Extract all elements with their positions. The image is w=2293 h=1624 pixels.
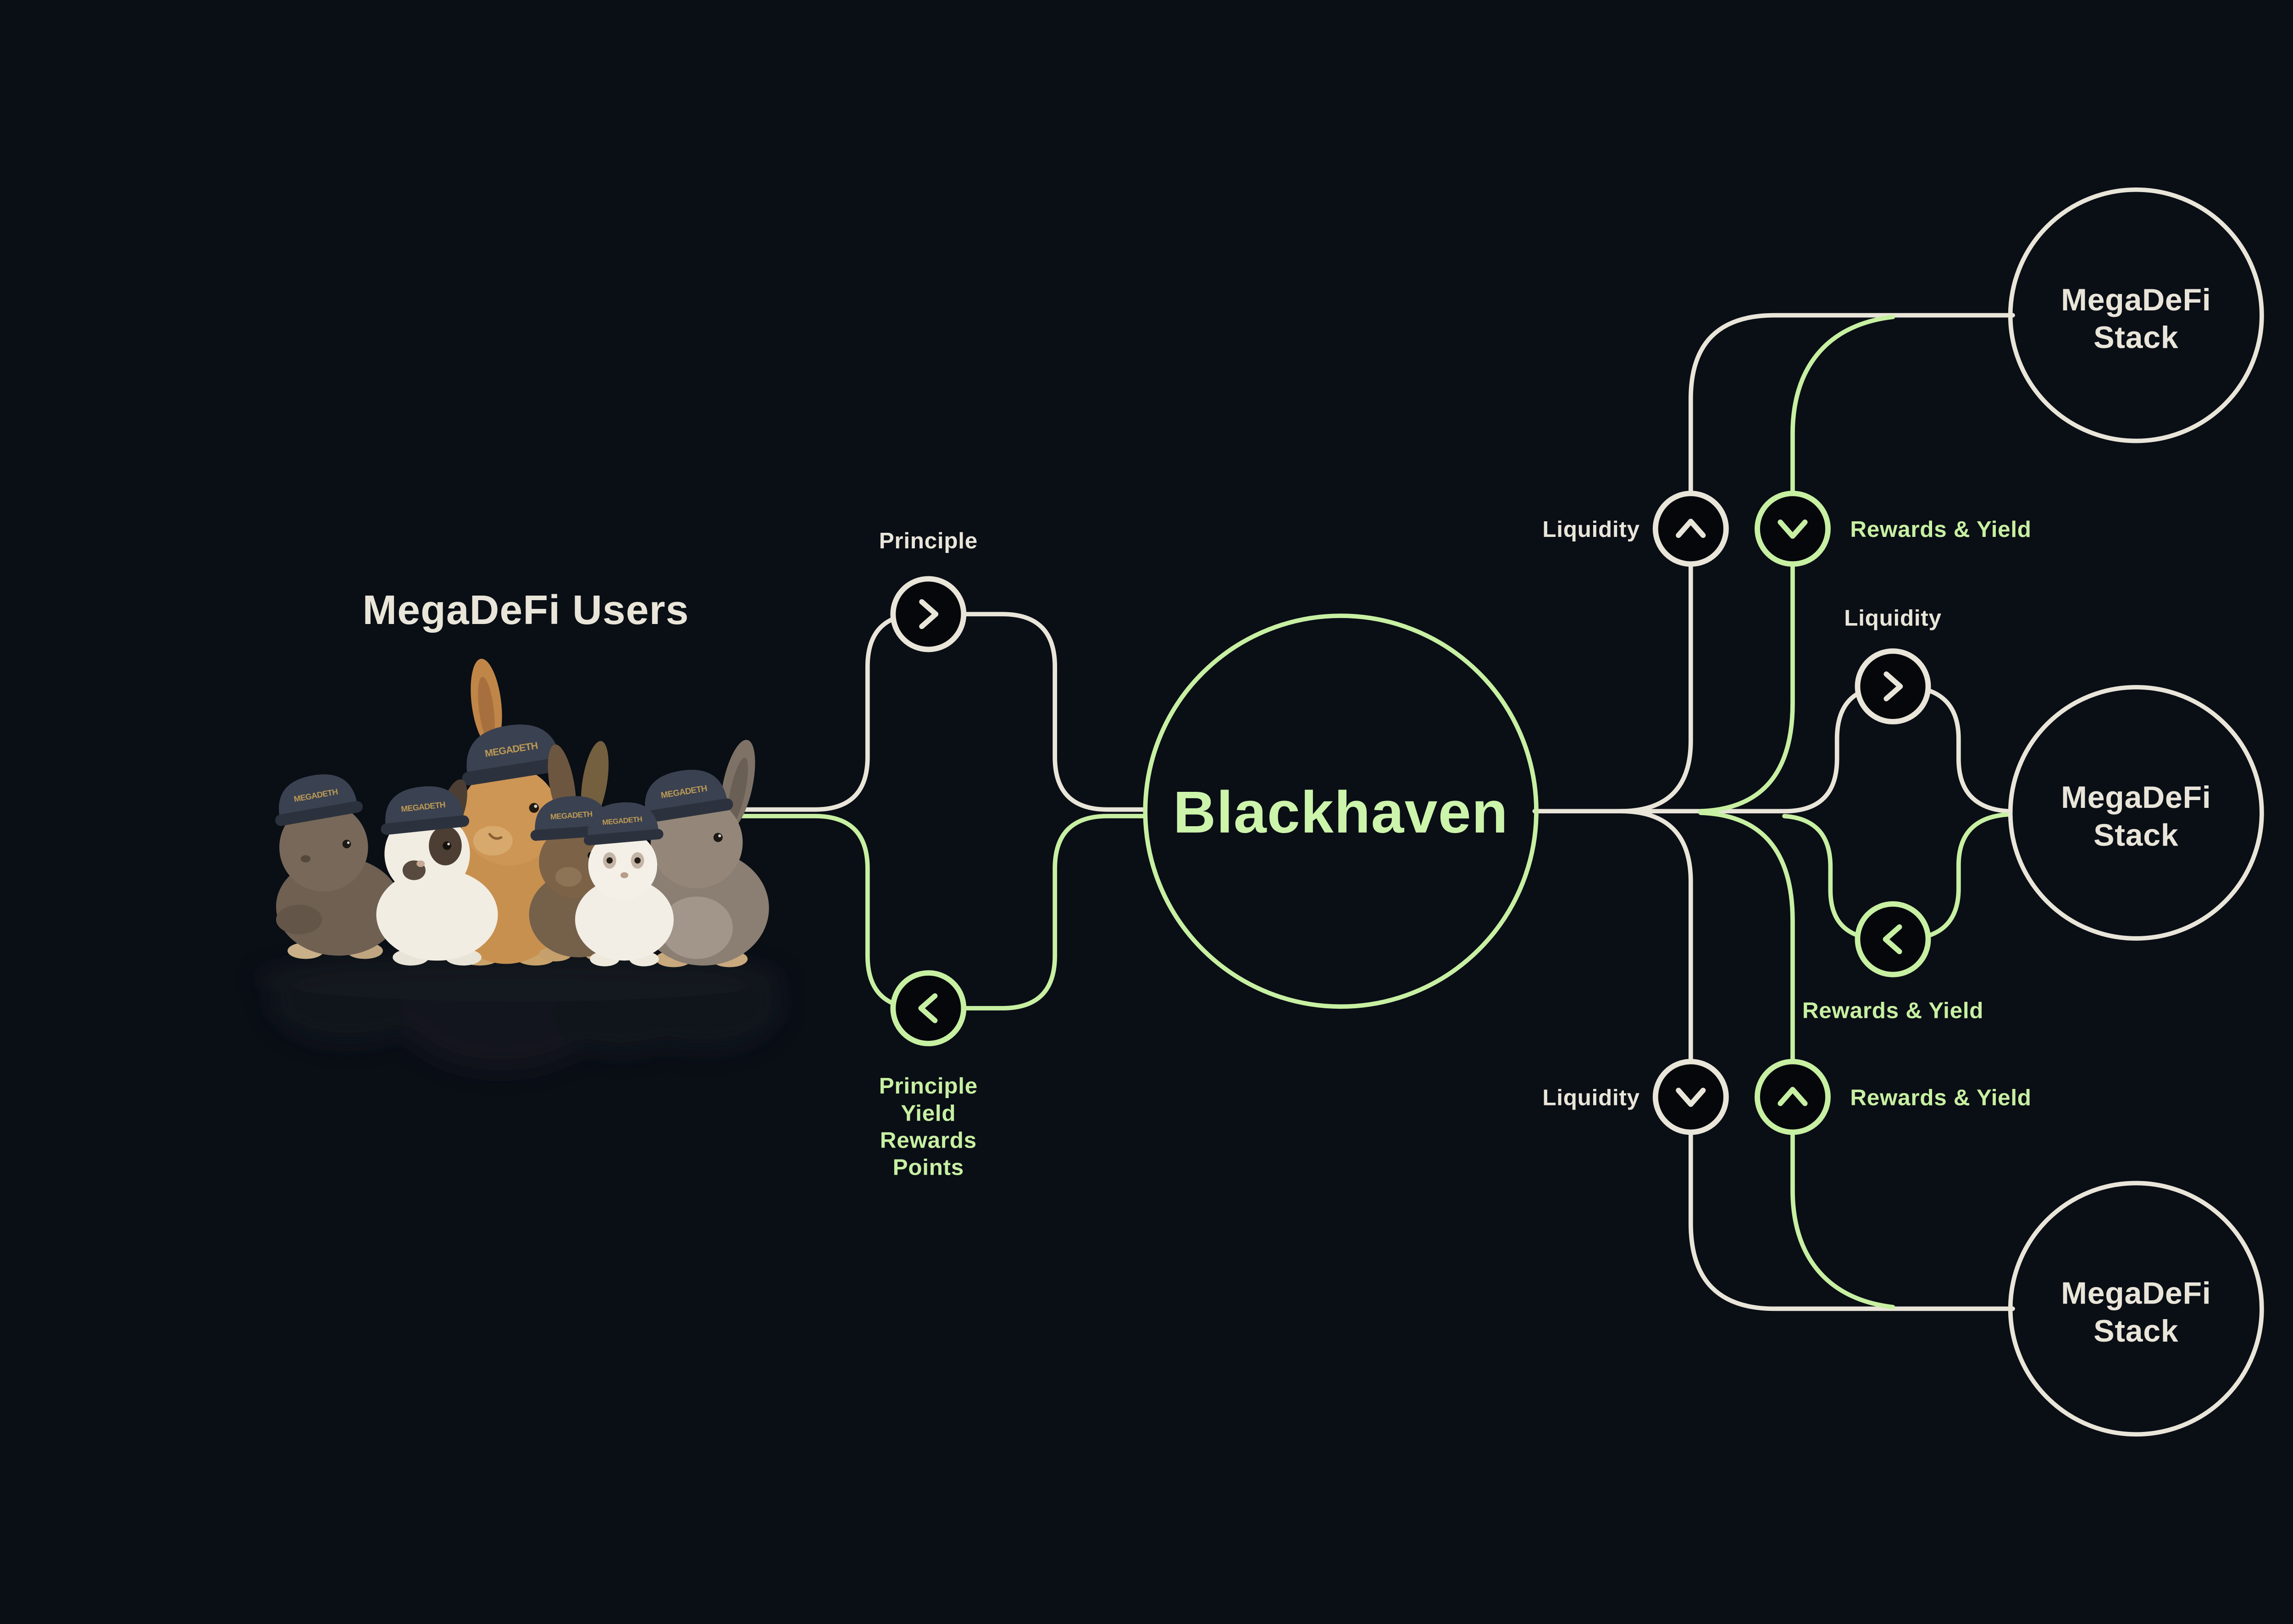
stack-bottom-line1: MegaDeFi	[2061, 1276, 2211, 1311]
chevron-up-icon	[1778, 1087, 1808, 1106]
stack-node-top	[2008, 187, 2264, 443]
liquidity-top-node	[1652, 491, 1729, 567]
chevron-left-icon	[918, 993, 938, 1023]
liquidity-bottom-label: Liquidity	[1542, 1085, 1639, 1110]
blackhaven-node	[1143, 613, 1539, 1009]
stack-middle-line2: Stack	[2094, 818, 2178, 852]
rewards-bottom-label: Rewards & Yield	[1850, 1085, 2031, 1110]
chevron-right-icon	[919, 599, 939, 630]
stack-top-line2: Stack	[2094, 320, 2178, 355]
stack-top-line1: MegaDeFi	[2061, 282, 2211, 317]
rewards-bottom-node	[1755, 1059, 1831, 1135]
rewards-top-path	[1698, 315, 1895, 814]
chevron-down-icon	[1778, 519, 1808, 539]
principle-forward-node	[890, 576, 967, 652]
principle-return-line-2: Yield	[901, 1100, 956, 1126]
liquidity-top-label: Liquidity	[1542, 517, 1639, 542]
users-title: MegaDeFi Users	[363, 587, 689, 633]
principle-return-line-1: Principle	[879, 1073, 978, 1099]
liquidity-middle-label: Liquidity	[1844, 606, 1941, 631]
principle-label: Principle	[879, 528, 978, 553]
rewards-middle-node	[1855, 901, 1931, 978]
rabbit-cap: MEGADETH	[583, 802, 664, 845]
liquidity-bottom-node	[1652, 1059, 1729, 1135]
rewards-bottom-path	[1698, 810, 1895, 1309]
liquidity-middle-node	[1855, 648, 1931, 724]
liquidity-top-path	[1617, 313, 2015, 814]
rabbits-reflection	[256, 956, 782, 1071]
stack-node-middle	[2008, 685, 2264, 941]
chevron-up-icon	[1676, 519, 1706, 538]
rabbit-cap: MEGADETH	[275, 774, 363, 826]
rabbit: MEGADETH	[376, 779, 498, 966]
stack-middle-line1: MegaDeFi	[2061, 780, 2211, 815]
labels: MegaDeFi Users Principle Principle Yield…	[363, 517, 2031, 1180]
chevron-left-icon	[1883, 924, 1902, 955]
blackhaven-label: Blackhaven	[1173, 779, 1508, 845]
chevron-right-icon	[1883, 671, 1903, 702]
rabbit: MEGADETH	[575, 802, 674, 967]
flow-paths	[740, 313, 2015, 1311]
rabbit-cap: MEGADETH	[462, 724, 568, 786]
stack-node-bottom	[2008, 1181, 2264, 1437]
principle-return-line-3: Rewards	[880, 1127, 977, 1153]
nodes: Blackhaven MegaDeFi Stack MegaDeFi Stack…	[1143, 187, 2264, 1437]
principle-return-node	[890, 970, 967, 1046]
principle-return-line-4: Points	[893, 1154, 964, 1180]
rewards-top-node	[1755, 491, 1831, 567]
rewards-top-label: Rewards & Yield	[1850, 517, 2031, 542]
megadefi-users-image: MEGADETH MEGADETH	[256, 658, 782, 1071]
rabbit-cap: MEGADETH	[381, 786, 470, 835]
chevron-down-icon	[1676, 1088, 1706, 1107]
rabbit-cap: MEGADETH	[641, 769, 733, 823]
chevron-nodes	[890, 491, 1931, 1135]
rewards-middle-label: Rewards & Yield	[1802, 998, 1983, 1023]
stack-bottom-line2: Stack	[2094, 1314, 2178, 1348]
rabbit: MEGADETH	[275, 774, 401, 959]
rabbit: MEGADETH	[637, 740, 769, 967]
liquidity-bottom-path	[1617, 809, 2015, 1311]
